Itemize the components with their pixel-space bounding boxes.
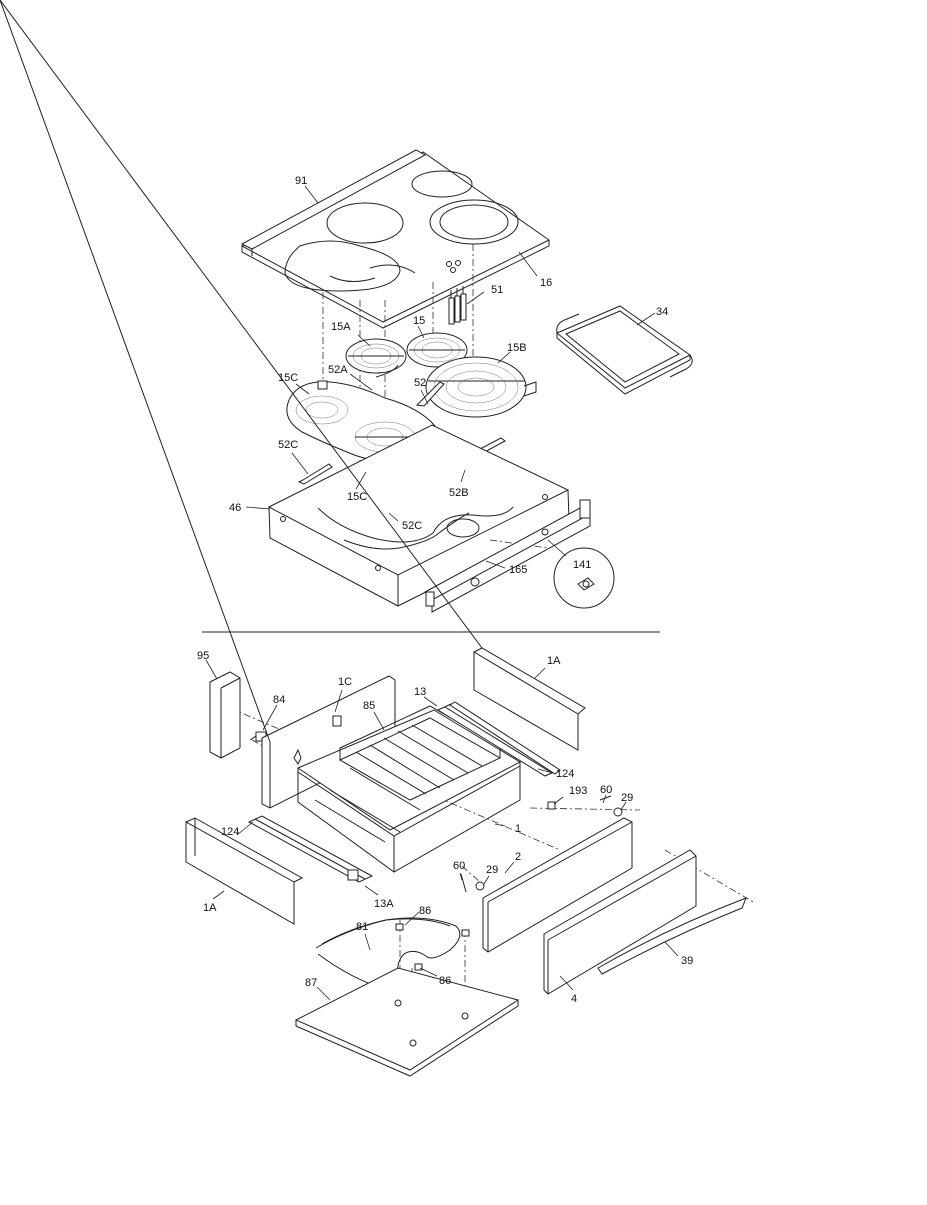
callout-46: 46	[229, 502, 241, 514]
leader-lines-upper	[245, 185, 656, 569]
callout-95: 95	[197, 650, 209, 662]
callout-52B: 52B	[449, 487, 469, 499]
callout-16: 16	[540, 277, 552, 289]
callout-91: 91	[295, 175, 307, 187]
callout-labels: 91 16 51 34 15A 15 15B 15C 52A 52 52C 52…	[197, 175, 693, 1005]
callout-86-a: 86	[419, 905, 431, 917]
control-bracket	[424, 499, 592, 613]
drawer-handle	[597, 897, 747, 975]
callout-60-mid: 60	[453, 860, 465, 872]
drawer-front	[543, 849, 697, 995]
radiant-element-15	[406, 332, 468, 368]
callout-84: 84	[273, 694, 285, 706]
callout-141: 141	[573, 559, 591, 571]
callout-2: 2	[515, 851, 521, 863]
side-panel-1A-top	[0, 0, 586, 751]
side-panel-1A-bottom	[185, 817, 304, 925]
callout-4: 4	[571, 993, 577, 1005]
callout-52A: 52A	[328, 364, 348, 376]
hardware-right	[547, 795, 623, 817]
callout-52C-b: 52C	[402, 520, 422, 532]
callout-1: 1	[515, 823, 521, 835]
bottom-panel	[294, 967, 520, 1077]
radiant-element-15B	[425, 356, 537, 418]
callout-124-left: 124	[221, 826, 239, 838]
burner-box	[267, 424, 570, 607]
callout-15A: 15A	[331, 321, 351, 333]
callout-39: 39	[681, 955, 693, 967]
callout-86-b: 86	[439, 975, 451, 987]
griddle-accessory	[556, 305, 693, 395]
drawer-body	[296, 709, 522, 873]
callout-81: 81	[356, 921, 368, 933]
callout-124-right: 124	[556, 768, 574, 780]
slide-rail-124-left	[247, 815, 374, 883]
callout-15: 15	[413, 315, 425, 327]
callout-13: 13	[414, 686, 426, 698]
drawer-box-2	[482, 817, 633, 953]
callout-193: 193	[569, 785, 587, 797]
callout-165: 165	[509, 564, 527, 576]
hardware-middle	[460, 873, 485, 893]
callout-15C-b: 15C	[347, 491, 367, 503]
callout-29-right: 29	[621, 792, 633, 804]
radiant-element-15A	[345, 338, 407, 374]
cooktop-glass-top	[240, 149, 550, 329]
callout-51: 51	[491, 284, 503, 296]
callout-60-right: 60	[600, 784, 612, 796]
callout-52C-a: 52C	[278, 439, 298, 451]
callout-87: 87	[305, 977, 317, 989]
infinite-switches	[448, 286, 467, 325]
callout-13A: 13A	[374, 898, 394, 910]
drawer-rack	[314, 705, 502, 843]
slide-rail-124-right	[449, 701, 561, 775]
callout-34: 34	[656, 306, 668, 318]
callout-52: 52	[414, 377, 426, 389]
callout-1C: 1C	[338, 676, 352, 688]
callout-15B: 15B	[507, 342, 527, 354]
detail-circle-141	[547, 539, 615, 609]
callout-85: 85	[363, 700, 375, 712]
side-trim-95	[209, 671, 241, 759]
callout-1A-top: 1A	[547, 655, 561, 667]
leader-lines-lower	[205, 659, 679, 1001]
callout-1A-bottom: 1A	[203, 902, 217, 914]
callout-29-mid: 29	[486, 864, 498, 876]
callout-15C: 15C	[278, 372, 298, 384]
